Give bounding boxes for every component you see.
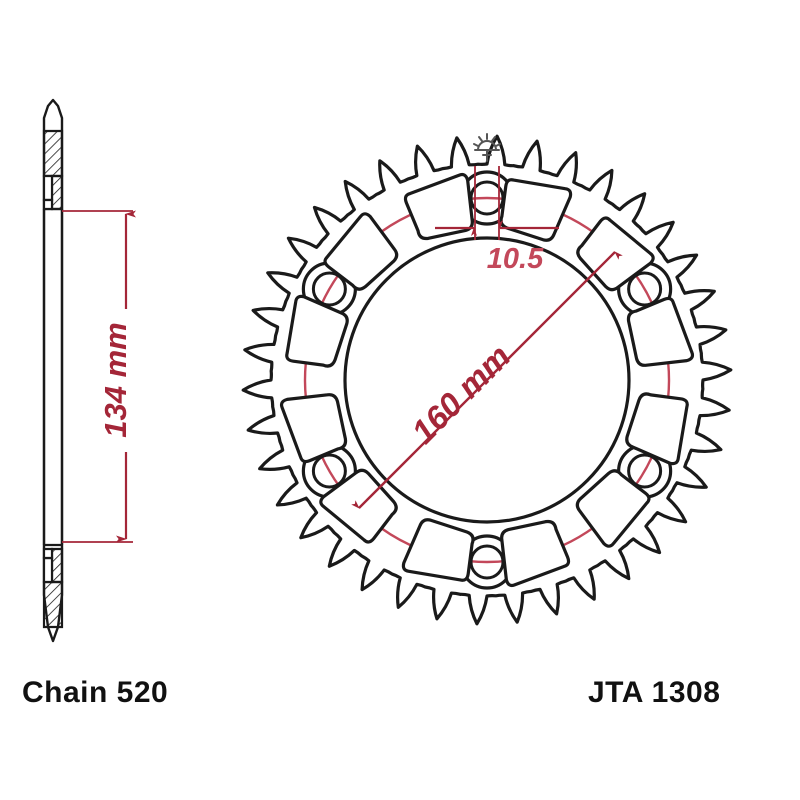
dimension-134mm-label: 134 mm: [98, 322, 133, 437]
section-hatch-top: [42, 129, 64, 211]
lightening-hole: [626, 296, 695, 367]
bolt-hole-inner: [627, 453, 663, 489]
dimension-134mm: [62, 210, 136, 543]
lightening-hole: [401, 518, 475, 582]
lightening-hole: [499, 178, 573, 242]
lightening-hole: [625, 392, 689, 466]
bolt-hole-inner: [311, 453, 347, 489]
lightening-hole: [285, 294, 349, 368]
bolt-hole-inner: [311, 271, 347, 307]
dimension-10-5-label: 10.5: [487, 243, 544, 275]
lightening-hole: [279, 393, 348, 464]
section-hatch-bottom: [42, 547, 64, 629]
sprocket-face-view: 160 mm 10.5: [241, 133, 733, 626]
bolt-hole-inner: [627, 271, 663, 307]
center-bore-circle: [343, 236, 631, 524]
dimension-10-5: [435, 166, 559, 240]
part-number-label: JTA 1308: [588, 676, 721, 709]
lightening-hole: [403, 172, 474, 241]
surface-finish-mark-icon: [473, 133, 501, 162]
dimension-160mm: [351, 251, 623, 509]
lightening-hole: [500, 519, 571, 588]
dim-160-leader: [351, 251, 623, 509]
bolt-circle-160mm: [303, 196, 671, 564]
chain-size-label: Chain 520: [22, 676, 169, 709]
dimension-134mm-text-group: 134 mm: [98, 322, 133, 437]
sprocket-cross-section: [42, 98, 136, 643]
